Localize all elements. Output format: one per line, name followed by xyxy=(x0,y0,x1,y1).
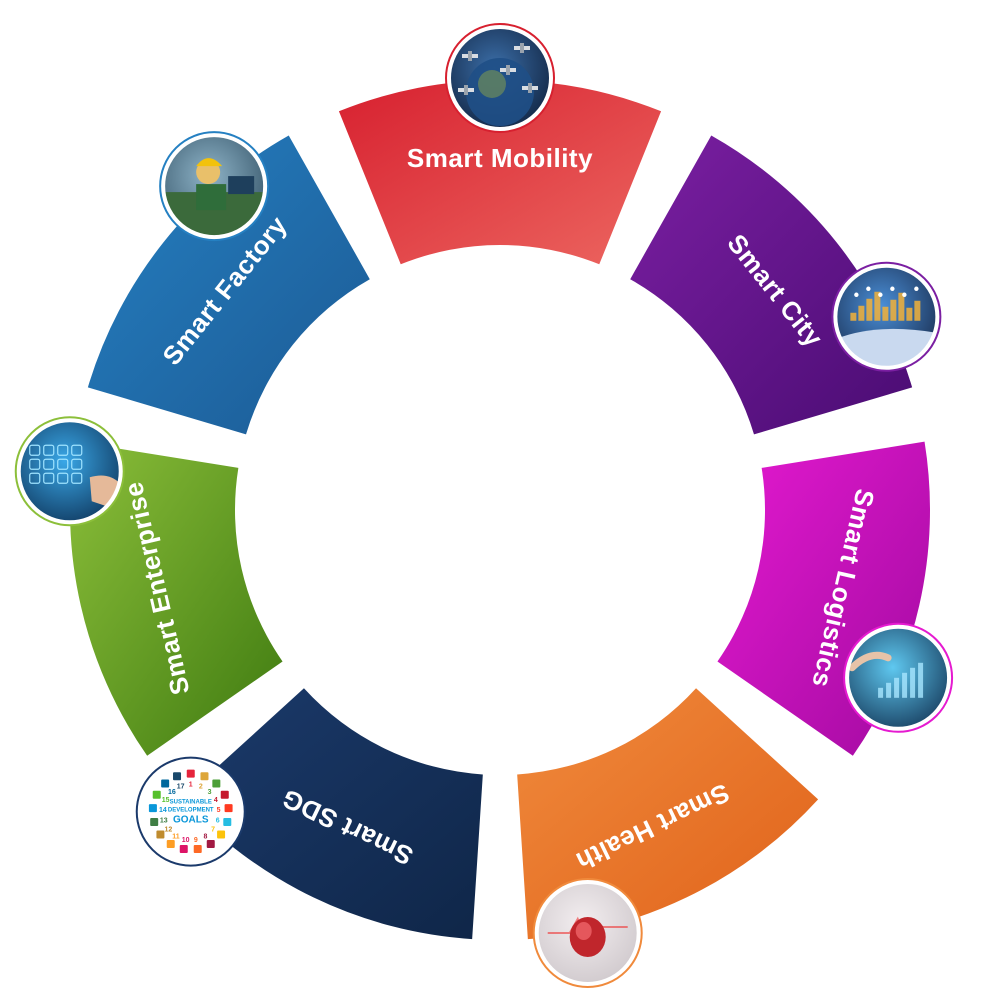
segment-city xyxy=(630,135,913,435)
segment-sdg xyxy=(181,688,483,940)
sdg-number: 5 xyxy=(217,807,221,814)
sdg-number: 8 xyxy=(204,833,208,840)
sdg-logo-text: GOALS xyxy=(173,815,209,826)
sdg-number: 10 xyxy=(182,837,190,844)
sdg-number: 1 xyxy=(189,782,193,789)
digital-logistics-chart-image xyxy=(843,622,954,733)
sdg-number: 7 xyxy=(211,827,215,834)
sdg-number: 13 xyxy=(160,817,168,824)
sdg-number: 11 xyxy=(172,833,180,840)
smart-city-hand-image xyxy=(831,261,942,372)
sdg-number: 12 xyxy=(165,827,173,834)
sdg-number: 15 xyxy=(162,797,170,804)
segment-factory xyxy=(87,135,370,435)
sdg-number: 17 xyxy=(177,784,185,791)
segment-label-mobility: Smart Mobility xyxy=(407,143,593,173)
sdg-logo-text: DEVELOPMENT xyxy=(168,808,214,814)
sdg-number: 9 xyxy=(194,837,198,844)
sdg-number: 14 xyxy=(159,807,167,814)
factory-worker-image xyxy=(159,131,270,242)
segment-mobility xyxy=(338,79,662,265)
satellites-earth-image xyxy=(445,23,555,133)
sdg-number: 2 xyxy=(199,784,203,791)
sdg-logo-text: SUSTAINABLE xyxy=(170,800,212,806)
segment-enterprise xyxy=(70,441,283,756)
segment-health xyxy=(517,688,819,940)
digital-enterprise-hand-image xyxy=(14,416,125,527)
heart-health-image xyxy=(532,878,643,989)
sdg-number: 6 xyxy=(216,817,220,824)
sdg-number: 16 xyxy=(168,789,176,796)
sdg-number: 4 xyxy=(214,797,218,804)
sdg-number: 3 xyxy=(208,789,212,796)
